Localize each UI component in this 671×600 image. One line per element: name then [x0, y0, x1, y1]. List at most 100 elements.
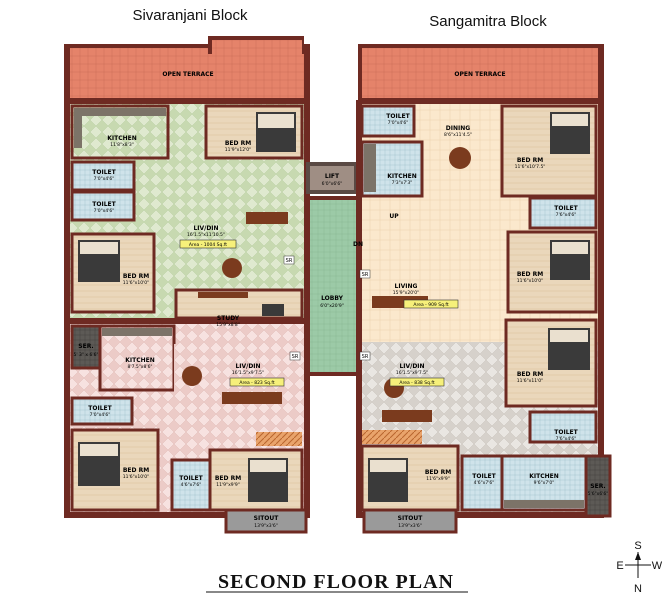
left-block-title: Sivaranjani Block: [132, 7, 248, 24]
compass-n: N: [634, 583, 642, 595]
left-toilet-3: [70, 396, 134, 426]
left-bed-bottom-right-dim: 11'9"x9'9": [216, 482, 240, 488]
right-sitout-label: SITOUT: [398, 515, 424, 522]
right-livdin-area: Area - 838 Sq.ft: [399, 380, 435, 386]
left-sitout: [224, 508, 308, 534]
left-bed-mid-left-dim: 11'6"x10'0": [123, 280, 149, 286]
left-livdin-bottom-label: LIV/DIN: [235, 363, 260, 370]
left-kitchen-bottom-dim: 8'7.5"x8'6": [127, 364, 152, 370]
left-livdin-bottom-area-box: [229, 377, 285, 387]
left-toilet-2: [70, 190, 136, 222]
left-bed-top-right-label: BED RM: [225, 140, 251, 147]
right-bed-mid-right-dim: 11'6"x10'0": [517, 278, 543, 284]
compass-s: S: [634, 540, 641, 552]
left-livdin-bottom-dim: 16'1.5"x9'7.5": [232, 370, 264, 376]
sivaranjani-block: [64, 36, 310, 534]
right-livdin-dim: 16'1.5"x9'7.5": [396, 370, 428, 376]
right-toilet-lower-dim: 7'6"x4'6": [556, 436, 577, 442]
left-bed-mid-left-label: BED RM: [123, 273, 149, 280]
left-terrace-label: OPEN TERRACE: [162, 71, 213, 78]
left-livdin-top-area: Area - 1004 Sq.ft: [189, 242, 227, 248]
lift-label: LIFT: [325, 173, 340, 180]
left-bed-top-right-dim: 11'9"x12'0": [225, 147, 251, 153]
left-sitout-label: SITOUT: [254, 515, 280, 522]
left-toilet-3-dim: 7'0"x4'6": [90, 412, 111, 418]
lobby-dim: 6'0"x20'9": [320, 303, 344, 309]
left-livdin-bottom-area: Area - 823 Sq.ft: [239, 380, 275, 386]
right-sr-2: SR: [362, 354, 369, 360]
right-toilet-lower-label: TOILET: [554, 429, 578, 436]
right-living-area: Area - 909 Sq.ft: [413, 302, 449, 308]
right-toilet-top-label: TOILET: [386, 113, 410, 120]
right-ser-dim: 5'6"x6'6": [588, 491, 609, 497]
right-kitchen-bottom-label: KITCHEN: [529, 473, 559, 480]
stair-up-label: UP: [389, 213, 399, 220]
left-kitchen-bottom-label: KITCHEN: [125, 357, 155, 364]
left-bed-bottom-left-dim: 11'6"x10'0": [123, 474, 149, 480]
right-toilet-lower: [528, 410, 598, 444]
left-toilet-4-label: TOILET: [179, 475, 203, 482]
right-toilet-top: [360, 104, 416, 138]
right-kitchen-top-dim: 7'3"x7'3": [392, 180, 413, 186]
right-toilet-bottom-label: TOILET: [472, 473, 496, 480]
right-bed-bottom-left-label: BED RM: [425, 469, 451, 476]
left-bed-bottom-right-label: BED RM: [215, 475, 241, 482]
right-bed-top-right-label: BED RM: [517, 157, 543, 164]
left-livdin-top-area-box: [179, 239, 237, 249]
right-terrace: [362, 48, 598, 98]
left-study-dim: 15'9"x8'8": [216, 322, 240, 328]
left-toilet-3-label: TOILET: [88, 405, 112, 412]
left-ser-label: SER.: [78, 343, 93, 350]
left-livdin-top-label: LIV/DIN: [193, 225, 218, 232]
right-toilet-mid-dim: 7'6"x4'6": [556, 212, 577, 218]
left-ser-dim: 5' 3" x 6'6": [73, 352, 98, 358]
right-living-label: LIVING: [395, 283, 418, 290]
left-sr-1: SR: [286, 258, 293, 264]
compass-w: W: [652, 560, 663, 572]
right-block-title: Sangamitra Block: [429, 13, 547, 30]
left-toilet-1-dim: 7'0"x4'6": [94, 176, 115, 182]
right-bed-right-lower-dim: 11'6"x11'0": [517, 378, 543, 384]
right-dining-label: DINING: [446, 125, 470, 132]
right-ser: [584, 454, 612, 518]
right-living-area-box: [403, 299, 459, 309]
right-kitchen-top-label: KITCHEN: [387, 173, 417, 180]
right-ser-label: SER.: [590, 483, 605, 490]
right-bed-bottom-left-dim: 11'6"x9'9": [426, 476, 450, 482]
lobby-label: LOBBY: [321, 295, 344, 302]
right-bed-mid-right-label: BED RM: [517, 271, 543, 278]
right-terrace-label: OPEN TERRACE: [454, 71, 505, 78]
right-dining-dim: 8'6"x11'4.5": [444, 132, 472, 138]
left-toilet-2-label: TOILET: [92, 201, 116, 208]
right-toilet-mid-label: TOILET: [554, 205, 578, 212]
right-toilet-bottom-dim: 4'6"x7'6": [474, 480, 495, 486]
left-toilet-2-dim: 7'0"x4'6": [94, 208, 115, 214]
right-sitout-dim: 13'9"x3'6": [398, 523, 422, 529]
left-kitchen-top-dim: 11'8"x8'3": [110, 142, 134, 148]
right-kitchen-bottom-dim: 9'6"x7'0": [534, 480, 555, 486]
right-sr-1: SR: [362, 272, 369, 278]
left-study-label: STUDY: [217, 315, 240, 322]
sangamitra-block: [336, 40, 612, 534]
right-sitout: [362, 508, 458, 534]
left-ser: [70, 324, 102, 370]
compass-icon: S E W N: [616, 540, 662, 595]
right-livdin-area-box: [389, 377, 445, 387]
left-toilet-4-dim: 4'6"x7'6": [181, 482, 202, 488]
right-bed-top-right-dim: 11'6"x10'7.5": [515, 164, 546, 170]
left-bed-bottom-left-label: BED RM: [123, 467, 149, 474]
left-sr-2: SR: [292, 354, 299, 360]
left-kitchen-top-label: KITCHEN: [107, 135, 137, 142]
stair-dn-label: DN: [353, 241, 363, 248]
left-livdin-top-dim: 16'1.5"x11'10.5": [187, 232, 225, 238]
left-sitout-dim: 13'9"x3'6": [254, 523, 278, 529]
right-living-dim: 15'9"x20'0": [393, 290, 419, 296]
left-terrace: [70, 48, 304, 98]
compass-e: E: [616, 560, 623, 572]
right-toilet-mid: [528, 196, 598, 230]
right-bed-right-lower-label: BED RM: [517, 371, 543, 378]
left-toilet-1: [70, 160, 136, 192]
right-livdin-label: LIV/DIN: [399, 363, 424, 370]
plan-title: SECOND FLOOR PLAN: [218, 571, 454, 593]
